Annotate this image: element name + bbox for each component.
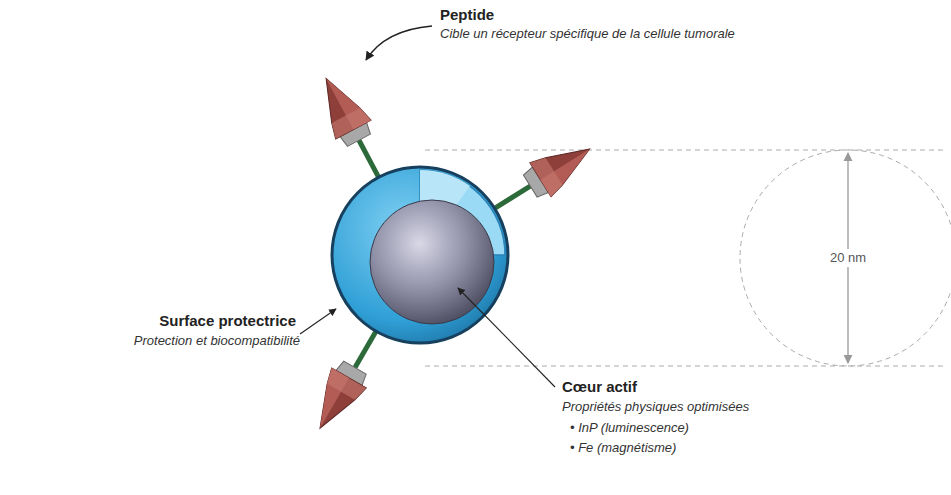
leader-line xyxy=(458,288,555,387)
part-description: Protection et biocompatibilité xyxy=(134,333,300,349)
guide-line xyxy=(425,150,945,151)
part-description: Propriétés physiques optimisées xyxy=(562,399,749,415)
leader-line xyxy=(300,309,336,334)
leader-line xyxy=(366,26,432,60)
protective-shell xyxy=(332,167,508,343)
bullet-item: • Fe (magnétisme) xyxy=(570,440,676,456)
part-name: Surface protectrice xyxy=(159,312,296,330)
peptide-symbol xyxy=(484,132,600,225)
peptide-symbol xyxy=(303,321,394,438)
guide-line xyxy=(425,366,945,367)
part-name: Cœur actif xyxy=(562,378,637,396)
part-name: Peptide xyxy=(440,6,494,24)
part-description: Cible un récepteur spécifique de la cell… xyxy=(440,26,735,42)
dimension-label: 20 nm xyxy=(827,249,869,267)
size-circle xyxy=(740,150,951,366)
bullet-item: • InP (luminescence) xyxy=(570,420,689,436)
peptide-symbol xyxy=(308,69,396,187)
